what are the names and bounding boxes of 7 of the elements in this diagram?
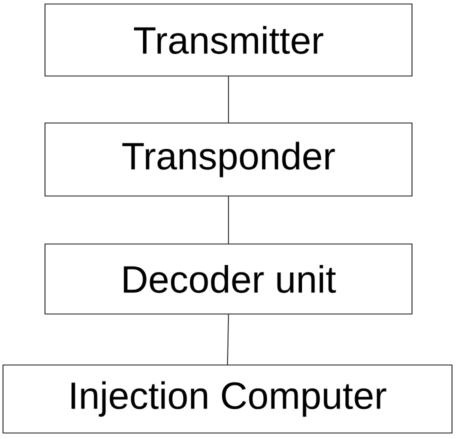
process-box: Injection Computer [2,364,452,434]
connector-line [228,196,229,244]
process-box: Decoder unit [44,244,412,314]
process-box: Transponder [44,122,412,196]
connector-line [228,76,229,123]
process-box: Transmitter [44,4,412,76]
connector-line [227,314,229,365]
